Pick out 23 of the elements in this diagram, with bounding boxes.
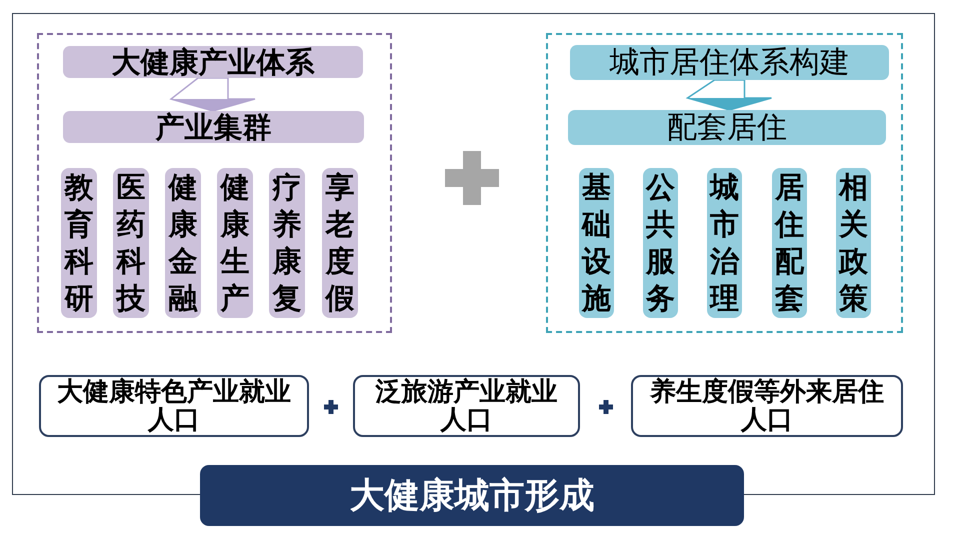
block-arrow bbox=[169, 77, 256, 112]
title-bar: 城市居住体系构建 bbox=[570, 45, 889, 80]
vertical-label-bar: 健康生产 bbox=[217, 168, 253, 318]
vertical-label-bar: 公共服务 bbox=[643, 168, 678, 318]
vertical-label-bar: 健康金融 bbox=[165, 168, 201, 318]
vertical-label-bar: 享老度假 bbox=[322, 168, 358, 318]
title-bar: 配套居住 bbox=[568, 110, 886, 145]
banner: 大健康城市形成 bbox=[200, 465, 744, 526]
vertical-label-bar: 基础设施 bbox=[579, 168, 614, 318]
dashed-group-box bbox=[546, 33, 903, 333]
vertical-label-bar: 医药科技 bbox=[113, 168, 149, 318]
vertical-label-bar: 居住配套 bbox=[772, 168, 807, 318]
rounded-text-box: 养生度假等外来居住人口 bbox=[631, 375, 903, 437]
vertical-label-bar: 城市治理 bbox=[707, 168, 742, 318]
title-bar: 产业集群 bbox=[63, 111, 364, 143]
vertical-label-bar: 教育科研 bbox=[61, 168, 97, 318]
dashed-group-box bbox=[37, 33, 392, 333]
block-arrow bbox=[686, 79, 772, 111]
rounded-text-box: 泛旅游产业就业人口 bbox=[353, 375, 580, 437]
vertical-label-bar: 疗养康复 bbox=[269, 168, 305, 318]
rounded-text-box: 大健康特色产业就业人口 bbox=[39, 375, 309, 437]
vertical-label-bar: 相关政策 bbox=[836, 168, 871, 318]
title-bar: 大健康产业体系 bbox=[63, 46, 363, 78]
